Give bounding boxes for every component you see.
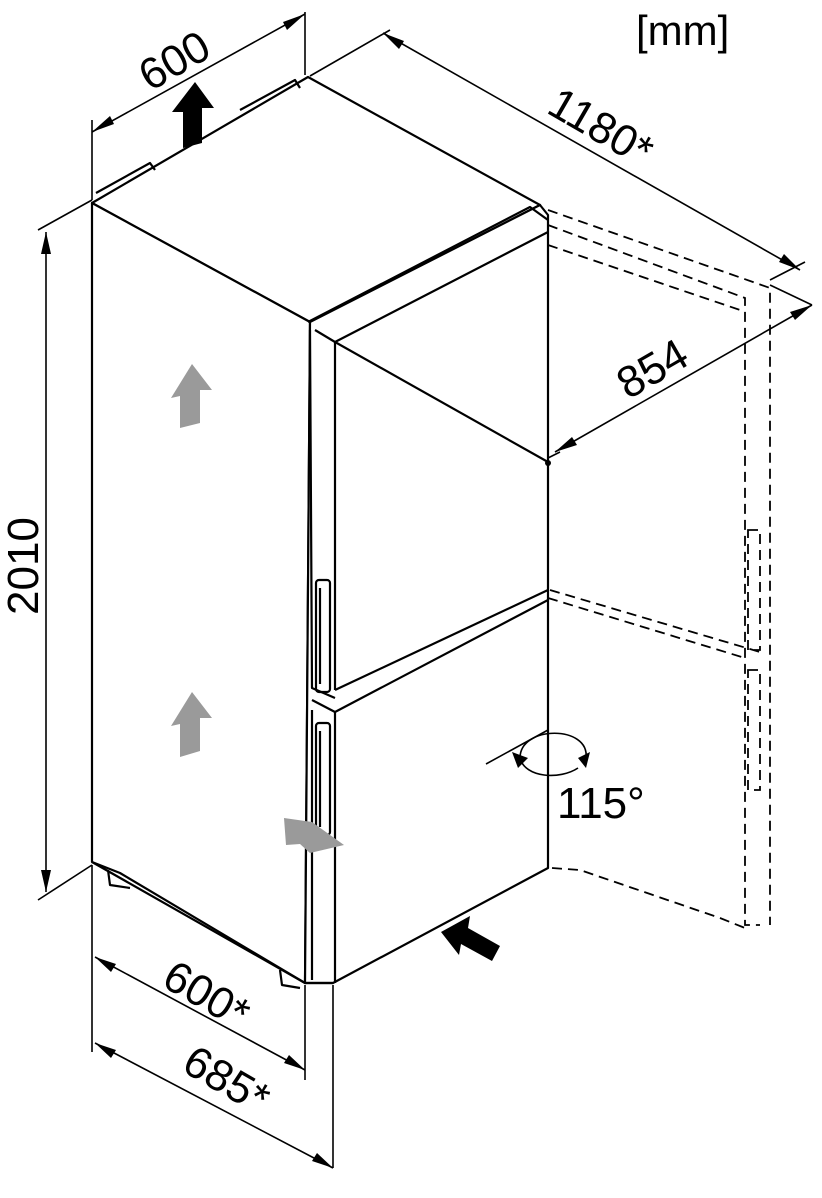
open-door-outline — [547, 209, 771, 929]
width-bottom-label: 600* — [155, 951, 258, 1039]
air-in-arrow-icon — [441, 916, 500, 961]
door-top-edge — [334, 341, 549, 463]
air-in-arrow-icon — [284, 818, 344, 853]
airflow-arrows — [171, 82, 500, 961]
fridge-front-face — [303, 203, 550, 985]
door-angle-label: 115° — [557, 779, 645, 828]
air-out-arrow-icon — [172, 82, 214, 148]
fridge-side-face — [90, 201, 312, 985]
door-angle-arc — [519, 732, 587, 759]
air-up-arrow-icon — [171, 364, 212, 428]
fridge-body — [90, 75, 551, 990]
air-up-arrow-icon — [171, 692, 212, 757]
depth-door-label: 854 — [609, 330, 697, 409]
height-label: 2010 — [0, 517, 48, 615]
dimension-lines — [37, 12, 813, 1169]
width-top-label: 600 — [131, 22, 219, 101]
depth-bottom-label: 685* — [175, 1036, 278, 1124]
unit-label: [mm] — [636, 7, 729, 54]
depth-door-open-label: 1180* — [540, 78, 661, 176]
upper-door-handle — [314, 578, 332, 694]
